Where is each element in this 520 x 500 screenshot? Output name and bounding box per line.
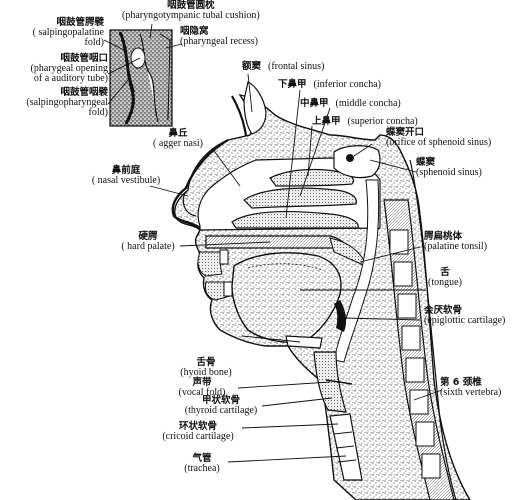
label-zh: 甲状软骨 <box>201 395 240 406</box>
label-zh: 蝶窦 <box>416 157 436 168</box>
label-zh: 咽鼓管腭襞 <box>56 17 104 28</box>
label-zh: 环状软骨 <box>178 421 217 432</box>
label-en: (superior concha) <box>347 116 418 127</box>
label-zh: 鼻前庭 <box>111 165 141 176</box>
label-zh: 会厌软骨 <box>424 305 463 316</box>
label-en: (middle concha) <box>335 98 401 109</box>
label-epiglottic-cartilage: 会厌软骨 (epiglottic cartilage) <box>424 306 505 326</box>
label-en: ( salpingopalatine <box>32 26 104 38</box>
label-zh: 腭扁桃体 <box>424 231 463 242</box>
label-inferior-concha: 下鼻甲 (inferior concha) <box>278 75 381 92</box>
label-trachea: 气管 (trachea) <box>172 454 232 474</box>
mouth <box>197 249 233 301</box>
label-zh: 硬腭 <box>138 231 158 242</box>
leader-lines <box>103 23 443 463</box>
label-zh: 鼻丘 <box>168 128 188 139</box>
label-nasal-vestibule: 鼻前庭 ( nasal vestibule) <box>78 166 174 186</box>
label-pharyngotympanic-tubal-cushion: 咽鼓管圆枕 (pharyngotympanic tubal cushion) <box>122 1 260 21</box>
label-thyroid-cartilage: 甲状软骨 (thyroid cartilage) <box>176 396 266 416</box>
label-salpingopalatine-fold: 咽鼓管腭襞 ( salpingopalatine fold) <box>8 18 104 49</box>
label-salpingopharyngeal-fold: 咽鼓管咽襞 (salpingopharyngeal fold) <box>4 88 108 119</box>
label-en: ( agger nasi) <box>153 137 203 149</box>
label-en: (hyoid bone) <box>180 366 232 378</box>
label-en: ( hard palate) <box>121 240 175 252</box>
label-sphenoid-orifice: 蝶窦开口 (orifice of sphenoid sinus) <box>386 128 491 148</box>
label-zh: 蝶窦开口 <box>386 127 425 138</box>
label-en: (inferior concha) <box>313 79 381 90</box>
label-en: (epiglottic cartilage) <box>424 314 506 326</box>
label-middle-concha: 中鼻甲 (middle concha) <box>300 94 401 111</box>
label-tongue: 舌 (tongue) <box>420 268 470 288</box>
external-nose <box>171 138 229 229</box>
label-en: (palatine tonsil) <box>424 240 488 252</box>
label-en: (thyroid cartilage) <box>184 404 258 416</box>
label-en: (frontal sinus) <box>268 61 325 72</box>
label-en: fold) <box>88 107 108 119</box>
label-zh: 上鼻甲 <box>312 116 341 127</box>
label-zh: 下鼻甲 <box>278 79 307 90</box>
label-zh: 中鼻甲 <box>300 98 329 109</box>
label-en: fold) <box>84 37 104 49</box>
label-en: (trachea) <box>184 462 220 474</box>
label-zh: 咽鼓管咽襞 <box>60 87 108 98</box>
label-en: ( nasal vestibule) <box>91 174 161 186</box>
frontal-region <box>231 81 267 137</box>
label-zh: 气管 <box>192 453 212 464</box>
label-hyoid-bone: 舌骨 (hyoid bone) <box>168 358 244 378</box>
label-en: (cricoid cartilage) <box>162 430 234 442</box>
label-en: (salpingopharyngeal <box>26 96 108 108</box>
label-zh: 咽鼓管咽口 <box>60 53 108 64</box>
label-zh: 舌 <box>440 267 450 278</box>
label-sixth-vertebra: 第 6 颈椎 (sixth vertebra) <box>440 378 501 398</box>
label-en: (sixth vertebra) <box>440 386 502 398</box>
tongue-shape <box>231 252 342 344</box>
label-en: (tongue) <box>428 276 462 288</box>
pharynx <box>333 179 380 363</box>
label-hard-palate: 硬腭 ( hard palate) <box>110 232 186 252</box>
label-superior-concha: 上鼻甲 (superior concha) <box>312 112 418 129</box>
label-cricoid-cartilage: 环状软骨 (cricoid cartilage) <box>150 422 246 442</box>
label-zh: 额窦 <box>242 61 262 72</box>
label-agger-nasi: 鼻丘 ( agger nasi) <box>140 129 216 149</box>
label-vocal-fold: 声带 (vocal fold) <box>164 378 240 398</box>
cervical-spine <box>383 159 457 500</box>
label-zh: 舌骨 <box>196 357 216 368</box>
label-frontal-sinus: 额窦 (frontal sinus) <box>242 57 324 74</box>
label-en: (vocal fold) <box>178 386 226 398</box>
label-en: (orifice of sphenoid sinus) <box>386 136 492 148</box>
label-pharyngeal-recess: 咽隐窝 (pharyngeal recess) <box>180 27 258 47</box>
label-palatine-tonsil: 腭扁桃体 (palatine tonsil) <box>424 232 487 252</box>
sphenoid-sinus-shape <box>333 145 381 179</box>
label-zh: 第 6 颈椎 <box>440 377 482 388</box>
label-en: (pharyngotympanic tubal cushion) <box>122 9 260 21</box>
label-zh: 咽鼓管圆枕 <box>167 0 215 11</box>
label-en: (sphenoid sinus) <box>416 166 482 178</box>
label-en: of a auditory tube) <box>33 73 108 85</box>
inset-nasopharynx <box>109 29 173 127</box>
nasal-cavity <box>197 157 381 231</box>
label-auditory-tube-opening: 咽鼓管咽口 (pharygeal opening of a auditory t… <box>4 54 108 85</box>
label-en: (pharygeal opening <box>30 62 108 74</box>
label-en: (pharyngeal recess) <box>180 35 259 47</box>
label-zh: 咽隐窝 <box>180 26 209 37</box>
palate <box>205 235 367 267</box>
label-zh: 声带 <box>192 377 212 388</box>
label-sphenoid-sinus: 蝶窦 (sphenoid sinus) <box>416 158 482 178</box>
